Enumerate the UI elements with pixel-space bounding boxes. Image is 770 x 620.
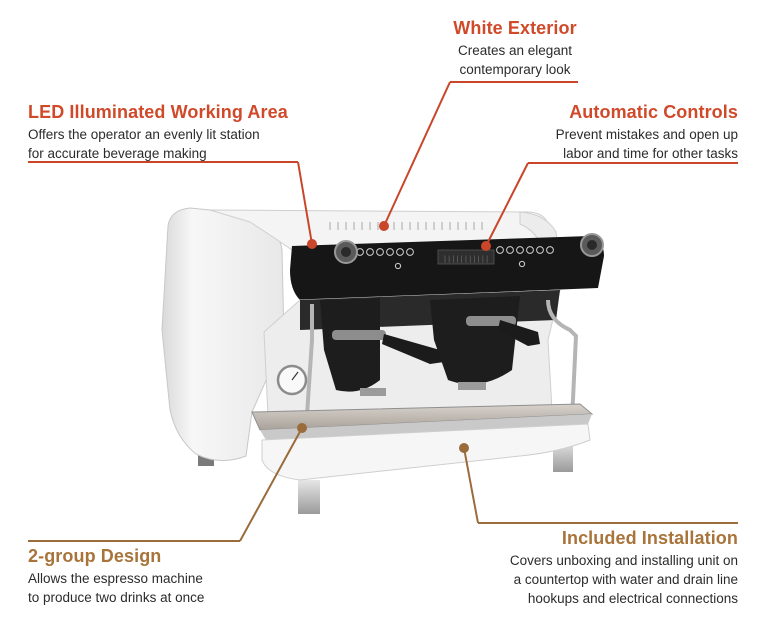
callout-title: Automatic Controls — [569, 102, 738, 122]
pressure-gauge — [276, 364, 308, 396]
left-keypad — [356, 248, 414, 270]
left-steam-knob — [334, 240, 358, 264]
callout-text-line: for accurate beverage making — [28, 146, 207, 161]
callout-title: Included Installation — [561, 528, 738, 548]
right-keypad — [496, 246, 554, 268]
callout-title: 2-group Design — [28, 546, 162, 566]
callout-text-line: Prevent mistakes and open up — [555, 127, 738, 142]
callout-text-line: Covers unboxing and installing unit on — [509, 553, 738, 568]
leader-white-exterior — [379, 81, 578, 231]
leader-automatic — [481, 162, 738, 251]
display-segments: ||||||||||| — [443, 255, 489, 263]
leader-installation — [459, 443, 738, 524]
callout-text-line: to produce two drinks at once — [28, 590, 205, 605]
right-steam-knob — [580, 233, 604, 257]
callout-text-line: Creates an elegant — [457, 43, 573, 58]
callout-led: LED Illuminated Working Area Offers the … — [28, 102, 328, 163]
callout-title: White Exterior — [453, 18, 577, 38]
leader-two-group — [28, 423, 307, 542]
callout-text-line: contemporary look — [459, 62, 571, 77]
callout-installation: Included Installation Covers unboxing an… — [460, 528, 738, 608]
callout-text-line: Offers the operator an evenly lit statio… — [28, 127, 260, 142]
callout-text-line: labor and time for other tasks — [563, 146, 738, 161]
callout-white-exterior: White Exterior Creates an elegant contem… — [430, 18, 600, 79]
callout-text-line: hookups and electrical connections — [527, 591, 738, 606]
group-head-left — [320, 298, 444, 396]
control-panel — [290, 236, 604, 300]
callout-two-group: 2-group Design Allows the espresso machi… — [28, 546, 268, 607]
callout-title: LED Illuminated Working Area — [28, 102, 288, 122]
right-steam-wand — [546, 299, 579, 421]
machine-base — [261, 423, 591, 481]
leader-led — [28, 161, 317, 249]
group-head-right — [430, 296, 540, 390]
callout-text-line: Allows the espresso machine — [28, 571, 203, 586]
callout-automatic: Automatic Controls Prevent mistakes and … — [500, 102, 738, 163]
callout-text-line: a countertop with water and drain line — [513, 572, 738, 587]
control-display — [437, 249, 495, 265]
